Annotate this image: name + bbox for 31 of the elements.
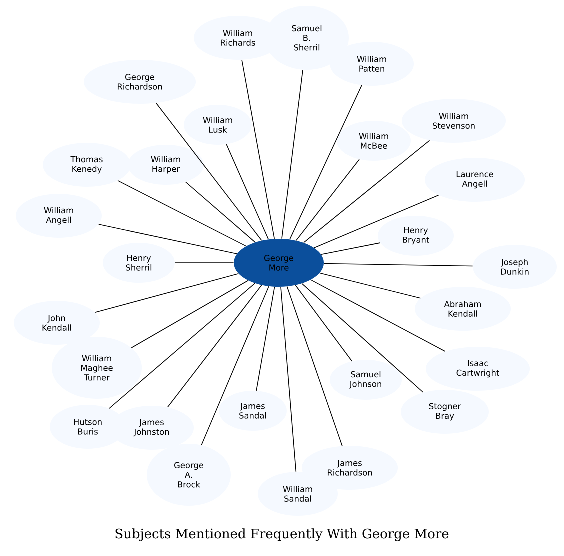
connector-line — [286, 286, 343, 446]
connector-line — [302, 283, 424, 394]
connector-line — [94, 274, 240, 314]
connector-line — [304, 140, 430, 244]
connector-line — [118, 180, 247, 247]
node-label: James Johnston — [134, 419, 170, 437]
connector-line — [109, 283, 256, 410]
connector-line — [242, 60, 276, 240]
connector-line — [321, 242, 381, 256]
connector-line — [174, 262, 234, 264]
connector-line — [310, 280, 446, 352]
connector-line — [280, 286, 297, 472]
connector-line — [185, 182, 256, 243]
connector-line — [226, 144, 269, 240]
connector-line — [314, 194, 440, 248]
connector-line — [282, 70, 304, 240]
connector-line — [201, 286, 270, 446]
connector-line — [324, 263, 474, 267]
connector-line — [320, 272, 422, 299]
caption: Subjects Mentioned Frequently With George More — [116, 528, 449, 542]
connector-line — [156, 102, 262, 242]
connector-line — [98, 224, 238, 254]
node-label: William Patten — [357, 56, 386, 72]
connector-line — [131, 280, 249, 348]
connector-line — [290, 85, 362, 240]
connector-line — [256, 286, 276, 392]
connector-line — [295, 285, 353, 362]
connector-line — [167, 284, 262, 408]
node-label: William Richards — [221, 30, 256, 46]
connector-line — [296, 159, 360, 242]
node-label: Hutson Buris — [74, 419, 102, 435]
